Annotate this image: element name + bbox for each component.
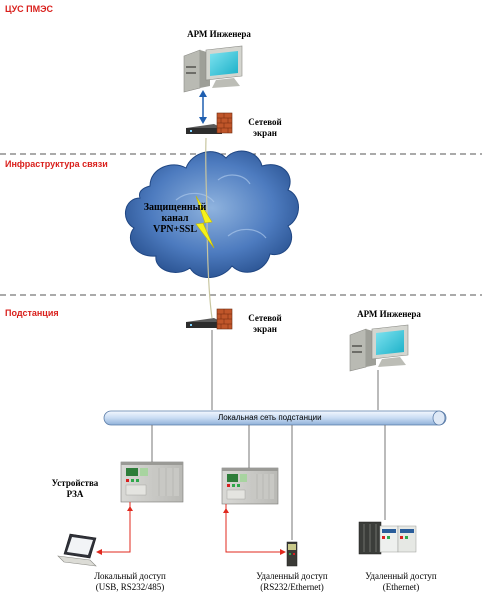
local-access-caption-line1: Локальный доступ	[94, 571, 166, 581]
substation-firewall-label: Сетевой экран	[240, 313, 290, 335]
rza-device-1-icon	[120, 461, 184, 503]
vpn-channel-label: Защищенный канал VPN+SSL	[138, 202, 212, 235]
substation-firewall-icon	[186, 308, 233, 330]
remote-ethernet-caption-line2: (Ethernet)	[382, 582, 420, 592]
remote-serial-access-link	[223, 504, 286, 555]
top-firewall-label-line1: Сетевой	[248, 117, 282, 127]
rza-devices-label-line2: РЗА	[66, 489, 84, 499]
local-access-caption: Локальный доступ (USB, RS232/485)	[70, 571, 190, 593]
zone-label-substation: Подстанция	[5, 308, 59, 318]
zone-label-infrastructure: Инфраструктура связи	[5, 159, 108, 169]
rza-device-2-icon	[221, 467, 279, 505]
lan-label: Локальная сеть подстанции	[218, 413, 322, 422]
remote-ethernet-caption-line1: Удаленный доступ	[365, 571, 437, 581]
remote-serial-caption: Удаленный доступ (RS232/Ethernet)	[232, 571, 352, 593]
rza-devices-label: Устройства РЗА	[40, 478, 110, 500]
substation-workstation-label: АРМ Инженера	[357, 309, 421, 319]
local-access-link	[96, 502, 133, 555]
substation-firewall-label-line1: Сетевой	[248, 313, 282, 323]
vpn-channel-label-line1: Защищенный	[143, 202, 207, 213]
top-firewall-label-line2: экран	[253, 128, 277, 138]
vpn-channel-label-line3: VPN+SSL	[152, 224, 198, 235]
lan-bus	[103, 410, 447, 426]
remote-ethernet-caption: Удаленный доступ (Ethernet)	[346, 571, 456, 593]
top-firewall-icon	[186, 112, 233, 134]
vpn-channel-label-line2: канал	[161, 213, 189, 224]
substation-workstation-icon	[349, 324, 409, 372]
laptop-icon	[57, 533, 97, 567]
substation-firewall-label-line2: экран	[253, 324, 277, 334]
top-workstation-icon	[183, 45, 243, 93]
top-link-arrow	[199, 90, 207, 124]
rza-devices-label-line1: Устройства	[51, 478, 99, 488]
local-access-caption-line2: (USB, RS232/485)	[95, 582, 165, 592]
zone-label-center: ЦУС ПМЭС	[5, 4, 54, 14]
vpn-bolt-icon	[195, 195, 215, 249]
remote-serial-caption-line2: (RS232/Ethernet)	[260, 582, 324, 592]
cloud-shape	[125, 150, 299, 278]
remote-serial-caption-line1: Удаленный доступ	[256, 571, 328, 581]
top-firewall-label: Сетевой экран	[240, 117, 290, 139]
serial-converter-icon	[286, 541, 298, 567]
ethernet-device-icon	[358, 521, 417, 555]
top-workstation-label: АРМ Инженера	[187, 29, 251, 39]
